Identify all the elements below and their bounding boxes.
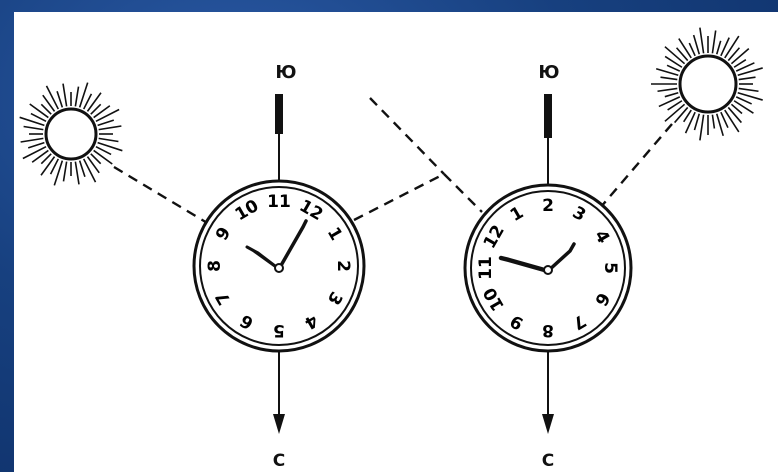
left-bisector-line — [354, 174, 444, 220]
left-sun-ray-line — [114, 167, 219, 230]
left-dial-number: 8 — [205, 260, 225, 272]
right-south-label: Ю — [538, 62, 559, 83]
right-twelve-line — [444, 174, 482, 212]
left-dial-number: 2 — [333, 260, 353, 272]
right-sun-ray-line — [600, 124, 672, 208]
left-sun-icon — [20, 83, 123, 186]
right-dial-number: 8 — [542, 320, 554, 340]
left-north-label: С — [273, 451, 285, 471]
right-dial-number: 5 — [600, 262, 620, 274]
right-dial-number: 2 — [542, 196, 554, 216]
twelve-direction-line — [370, 98, 444, 174]
left-dial-number: 11 — [267, 192, 291, 212]
right-north-label: С — [542, 451, 554, 471]
right-dial-number: 11 — [476, 256, 496, 280]
left-south-label: Ю — [275, 62, 296, 83]
left-dial-number: 5 — [273, 320, 285, 340]
right-sun-icon — [651, 28, 763, 141]
